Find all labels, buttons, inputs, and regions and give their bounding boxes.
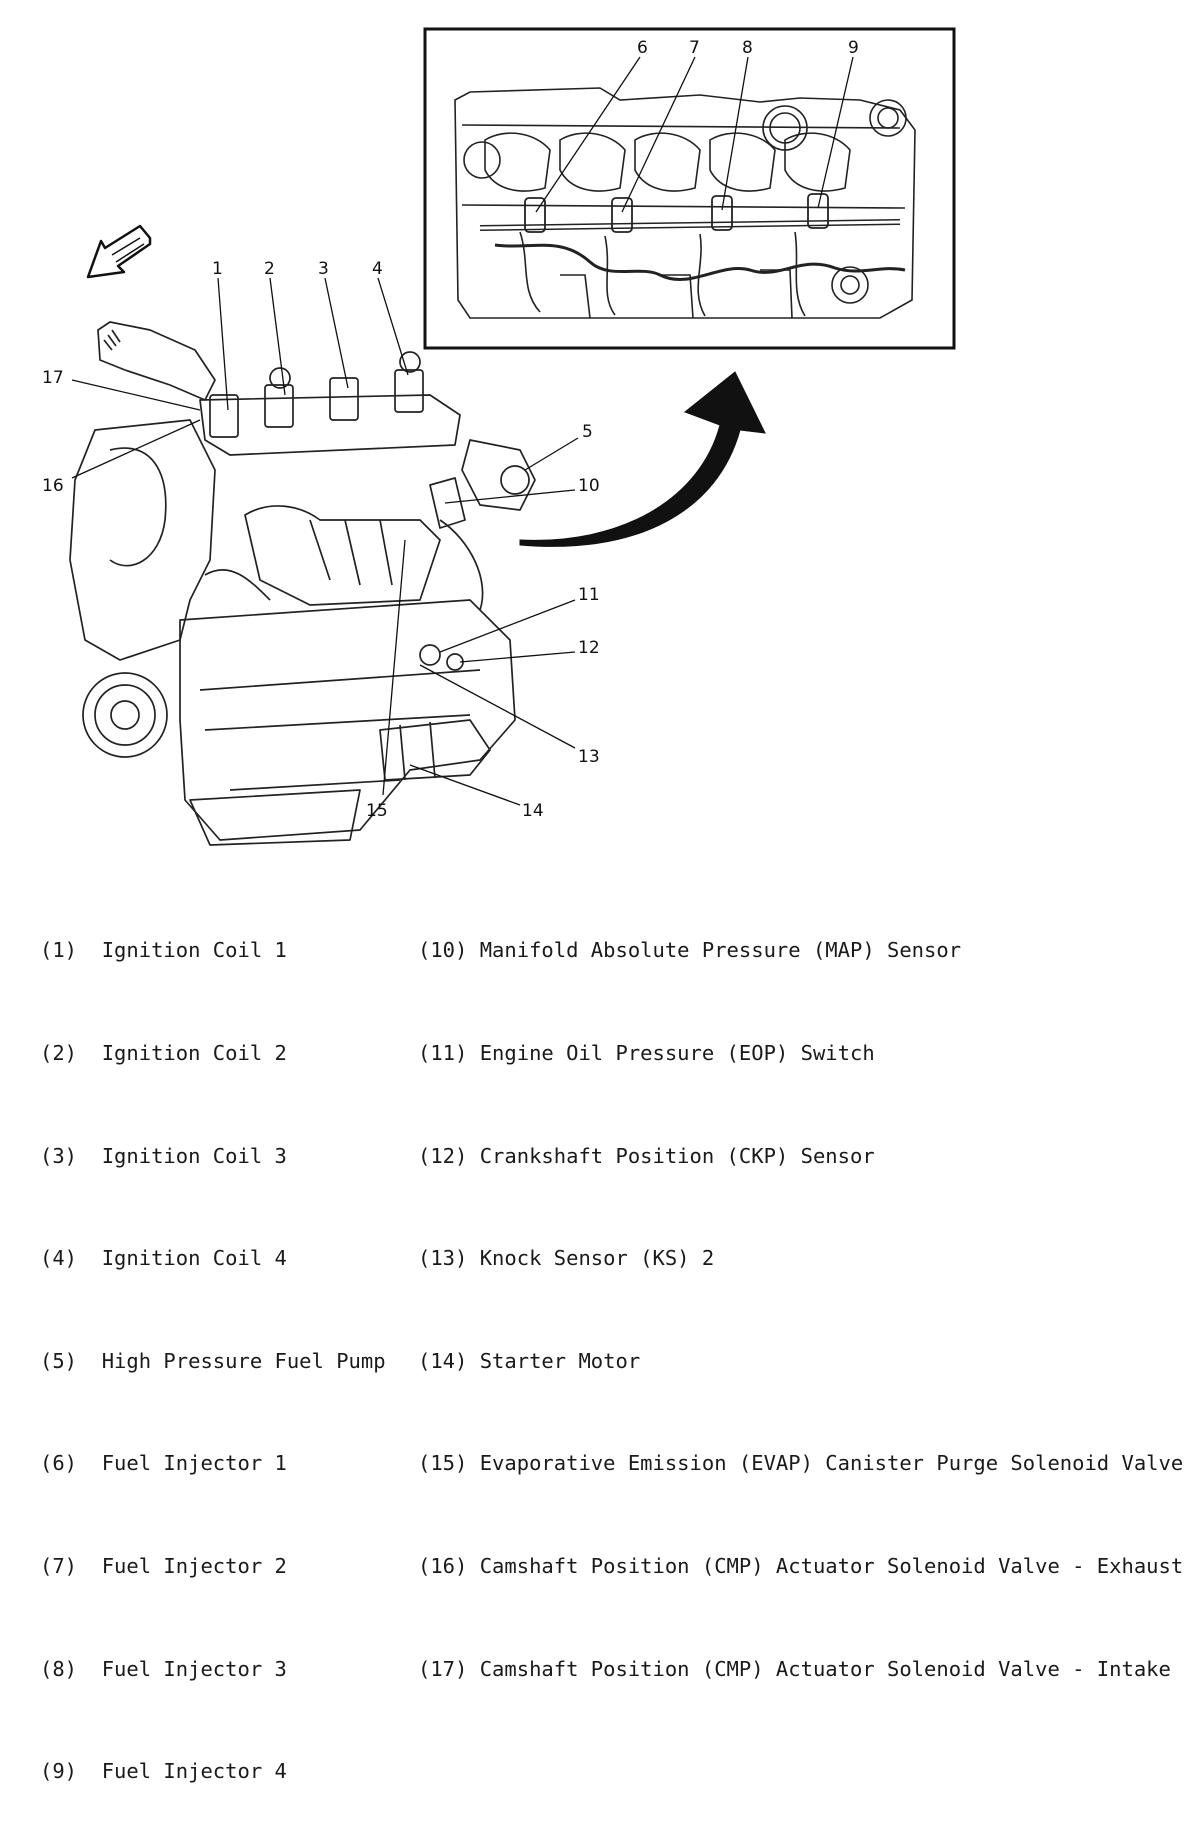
callout-6: 6 bbox=[637, 38, 648, 58]
legend-item: (10) Manifold Absolute Pressure (MAP) Se… bbox=[418, 938, 962, 963]
legend-item: (17) Camshaft Position (CMP) Actuator So… bbox=[418, 1656, 1171, 1681]
legend-item: (14) Starter Motor bbox=[418, 1348, 641, 1373]
callout-4: 4 bbox=[372, 259, 383, 279]
legend-item: (11) Engine Oil Pressure (EOP) Switch bbox=[418, 1041, 875, 1065]
legend-item: (3) Ignition Coil 3 bbox=[40, 1143, 287, 1168]
callout-16: 16 bbox=[42, 476, 64, 496]
engine-component-diagram: 1 2 3 4 5 6 7 8 9 10 11 12 13 14 15 16 1… bbox=[42, 27, 956, 846]
callout-3: 3 bbox=[318, 259, 329, 279]
legend-item: (2) Ignition Coil 2 bbox=[40, 1041, 287, 1065]
callout-10: 10 bbox=[578, 476, 600, 496]
callout-1: 1 bbox=[212, 259, 223, 279]
callout-2: 2 bbox=[264, 259, 275, 279]
front-direction-arrow-icon bbox=[86, 224, 152, 279]
inset-detail-view bbox=[423, 27, 956, 350]
legend-item: (6) Fuel Injector 1 bbox=[40, 1451, 287, 1476]
callout-17: 17 bbox=[42, 368, 64, 388]
legend-item: (7) Fuel Injector 2 bbox=[40, 1553, 287, 1578]
callout-13: 13 bbox=[578, 747, 600, 767]
engine-illustration bbox=[69, 321, 536, 846]
callout-8: 8 bbox=[742, 38, 753, 58]
callout-9: 9 bbox=[848, 38, 859, 58]
legend-item: (9) Fuel Injector 4 bbox=[40, 1759, 287, 1784]
callout-11: 11 bbox=[578, 585, 600, 605]
callout-7: 7 bbox=[689, 38, 700, 58]
callout-15: 15 bbox=[366, 801, 388, 821]
legend-left-column: (1) Ignition Coil 1 (2) Ignition Coil 2 … bbox=[40, 865, 386, 1823]
legend-item: (12) Crankshaft Position (CKP) Sensor bbox=[418, 1143, 875, 1168]
legend-right-column: (10) Manifold Absolute Pressure (MAP) Se… bbox=[418, 865, 1183, 1720]
callout-14: 14 bbox=[522, 801, 544, 821]
legend-item: (1) Ignition Coil 1 bbox=[40, 938, 287, 963]
callout-labels: 1 2 3 4 5 6 7 8 9 10 11 12 13 14 15 16 1… bbox=[42, 38, 859, 821]
callout-5: 5 bbox=[582, 422, 593, 442]
legend-item: (16) Camshaft Position (CMP) Actuator So… bbox=[418, 1553, 1184, 1578]
callout-12: 12 bbox=[578, 638, 600, 658]
callout-leader-lines bbox=[71, 277, 579, 806]
legend-item: (4) Ignition Coil 4 bbox=[40, 1246, 287, 1271]
legend-item: (8) Fuel Injector 3 bbox=[40, 1656, 287, 1681]
detail-transition-arrow-icon bbox=[519, 371, 766, 547]
legend-item: (5) High Pressure Fuel Pump bbox=[40, 1348, 386, 1373]
legend-item: (15) Evaporative Emission (EVAP) Caniste… bbox=[418, 1451, 1184, 1476]
legend-item: (13) Knock Sensor (KS) 2 bbox=[418, 1246, 715, 1271]
